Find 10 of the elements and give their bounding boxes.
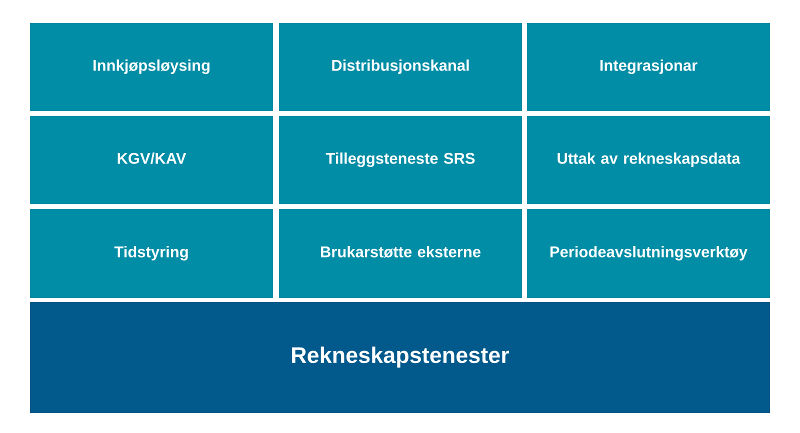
service-tile: KGV/KAV [30,116,273,204]
service-tile: Distribusjonskanal [279,23,522,111]
service-tile: Innkjøpsløysing [30,23,273,111]
service-tile: Tilleggsteneste SRS [279,116,522,204]
service-tile: Uttak av rekneskapsdata [527,116,770,204]
service-tile: Brukarstøtte eksterne [279,209,522,298]
foundation-band: Rekneskapstenester [30,302,770,413]
service-tile: Integrasjonar [527,23,770,111]
service-tile: Periodeavslutningsverktøy [527,209,770,298]
service-tile: Tidstyring [30,209,273,298]
